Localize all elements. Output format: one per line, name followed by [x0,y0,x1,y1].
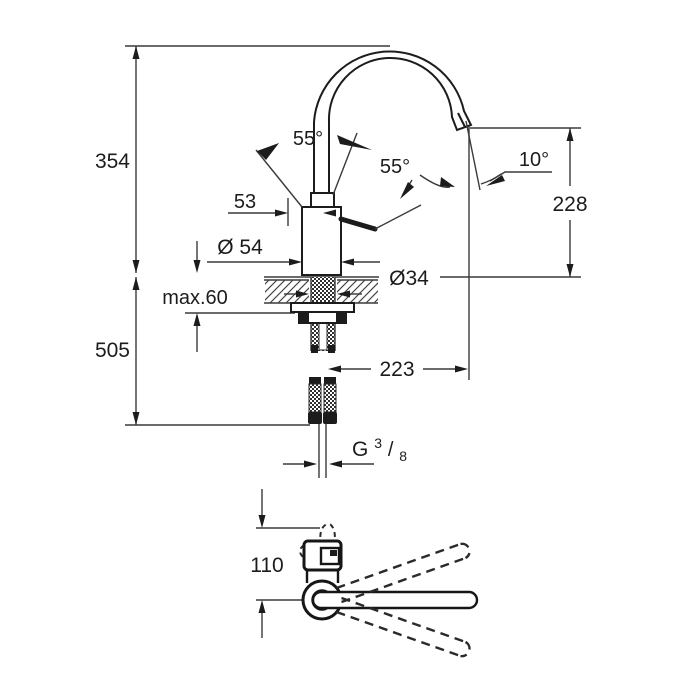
handle-swing-right-label: 55° [380,156,410,178]
hose-projection-label: 223 [379,358,414,381]
dimension-thread: G 3 / 8 [283,430,407,468]
thread-label: G 3 / 8 [352,430,407,464]
dimension-hose-projection: 223 [328,358,468,381]
aerator-band-line [457,112,466,128]
overall-height-label: 354 [95,150,130,173]
outlet-tilt-line [465,120,481,191]
lever-length-label: 110 [250,554,283,577]
dimension-max-deck-thickness: max.60 [162,241,295,352]
hole-diameter-label: Ø34 [389,267,429,290]
body-diameter-label: Ø 54 [217,236,263,259]
dimension-body-diameter: Ø 54 [207,236,380,266]
dimension-spout-outlet-angle: 10° [486,149,552,186]
spout-outlet-angle-label: 10° [519,149,549,171]
mounting-shank [290,277,355,353]
dimension-handle-swing-right: 55° [374,156,502,230]
thread-denominator: 8 [399,448,407,464]
dimension-handle-swing-left: 55° [255,128,372,208]
dimension-lever-length: 110 [250,489,320,638]
lever-dashed-up [336,542,471,604]
thread-numerator: 3 [374,435,382,451]
thread-slash: / [388,439,394,461]
dimension-below-deck-length: 505 [95,277,310,426]
deck-hatch-right [337,280,378,303]
dimension-spout-outlet-height: 228 [552,128,588,277]
side-view: 354 55° 55° [95,45,588,478]
max-deck-thickness-label: max.60 [162,287,228,309]
thread-prefix: G [352,438,368,461]
handle-swing-left-label: 55° [293,128,323,150]
connection-hoses [308,377,337,424]
lever-top-view [311,590,479,610]
neck-top-view [305,570,340,583]
lever-dashed-down [336,596,471,658]
faucet-body [301,206,342,276]
lever-side-view [338,216,378,232]
handle-clearance-label: 53 [234,191,256,213]
stabilizer-plate [290,302,355,313]
top-view: 110 [250,489,479,658]
spout-outlet-height-label: 228 [552,193,587,216]
dimension-handle-clearance: 53 [228,191,336,226]
dimension-hole-diameter: Ø34 [284,267,429,298]
dimension-overall-height: 354 [95,46,140,273]
spout [313,50,473,194]
supply-pipe [318,424,327,478]
below-deck-length-label: 505 [95,339,130,362]
collar [310,192,335,208]
